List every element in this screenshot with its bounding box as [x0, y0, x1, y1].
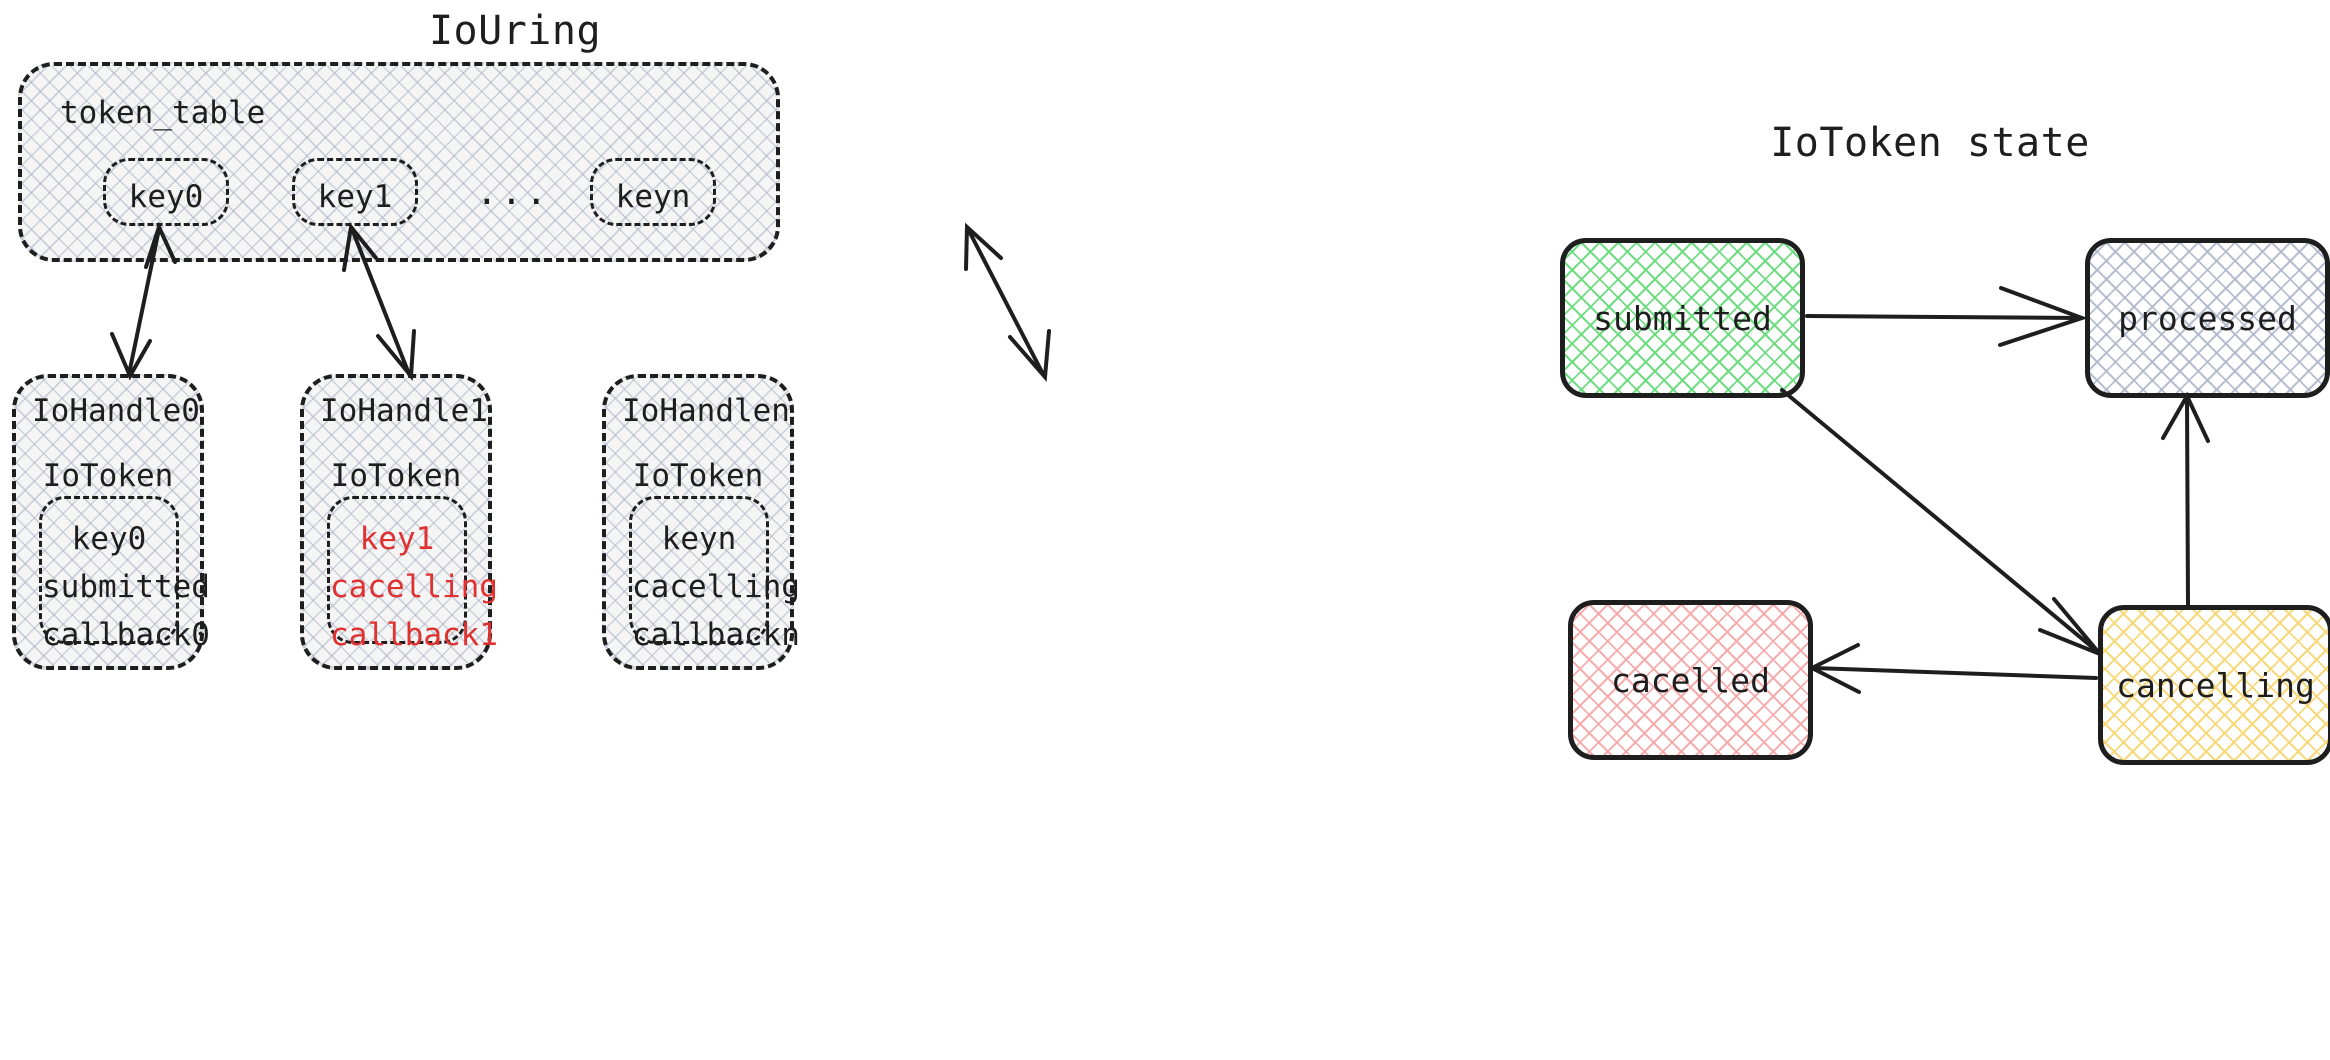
io-token-box-1[interactable]: key1 cacelling callback1	[327, 496, 498, 653]
state-label-cacelled: cacelled	[1611, 660, 1770, 700]
state-node-cacelled[interactable]: cacelled	[1568, 600, 1813, 760]
key-label-key0: key0	[128, 179, 204, 215]
io-token-n-state: cacelling	[632, 569, 800, 605]
key-label-key1: key1	[317, 179, 393, 215]
transition-submitted-cancelling	[1780, 388, 2102, 656]
io-handle-n-name: IoHandlen	[622, 393, 790, 429]
io-token-n-callback: callbackn	[632, 617, 800, 653]
io-handle-n-token-label: IoToken	[632, 458, 764, 494]
io-token-1-state: cacelling	[330, 569, 498, 605]
io-token-0-state: submitted	[42, 569, 210, 605]
io-handle-0-token-label: IoToken	[42, 458, 174, 494]
io-token-box-n[interactable]: keyn cacelling callbackn	[629, 496, 800, 653]
state-label-cancelling: cancelling	[2116, 665, 2315, 705]
io-handle-0-name: IoHandle0	[32, 393, 200, 429]
state-node-submitted[interactable]: submitted	[1560, 238, 1805, 398]
key-label-keyn: keyn	[615, 179, 691, 215]
state-label-submitted: submitted	[1593, 298, 1772, 338]
io-token-0-callback: callback0	[42, 617, 210, 653]
state-node-processed[interactable]: processed	[2085, 238, 2330, 398]
token-table-label: token_table	[60, 95, 266, 131]
io-handle-1-name: IoHandle1	[320, 393, 488, 429]
key-box-key1[interactable]: key1	[292, 158, 418, 226]
state-label-processed: processed	[2118, 298, 2297, 338]
link-keyn-iohandlen	[964, 222, 1051, 382]
io-token-box-0[interactable]: key0 submitted callback0	[39, 496, 210, 653]
key-box-keyn[interactable]: keyn	[590, 158, 716, 226]
iouring-title: IoUring	[428, 8, 602, 54]
transition-submitted-processed	[1805, 286, 2089, 347]
io-token-0-key: key0	[71, 521, 147, 557]
state-node-cancelling[interactable]: cancelling	[2098, 605, 2330, 765]
keys-ellipsis: ...	[476, 172, 551, 213]
transition-cancelling-cacelled	[1807, 643, 2098, 694]
io-token-1-callback: callback1	[330, 617, 498, 653]
iotoken-state-title: IoToken state	[1770, 120, 2090, 166]
key-box-key0[interactable]: key0	[103, 158, 229, 226]
io-handle-1-token-label: IoToken	[330, 458, 462, 494]
io-token-n-key: keyn	[661, 521, 737, 557]
io-token-1-key: key1	[359, 521, 435, 557]
transition-cancelling-processed	[2161, 391, 2210, 607]
